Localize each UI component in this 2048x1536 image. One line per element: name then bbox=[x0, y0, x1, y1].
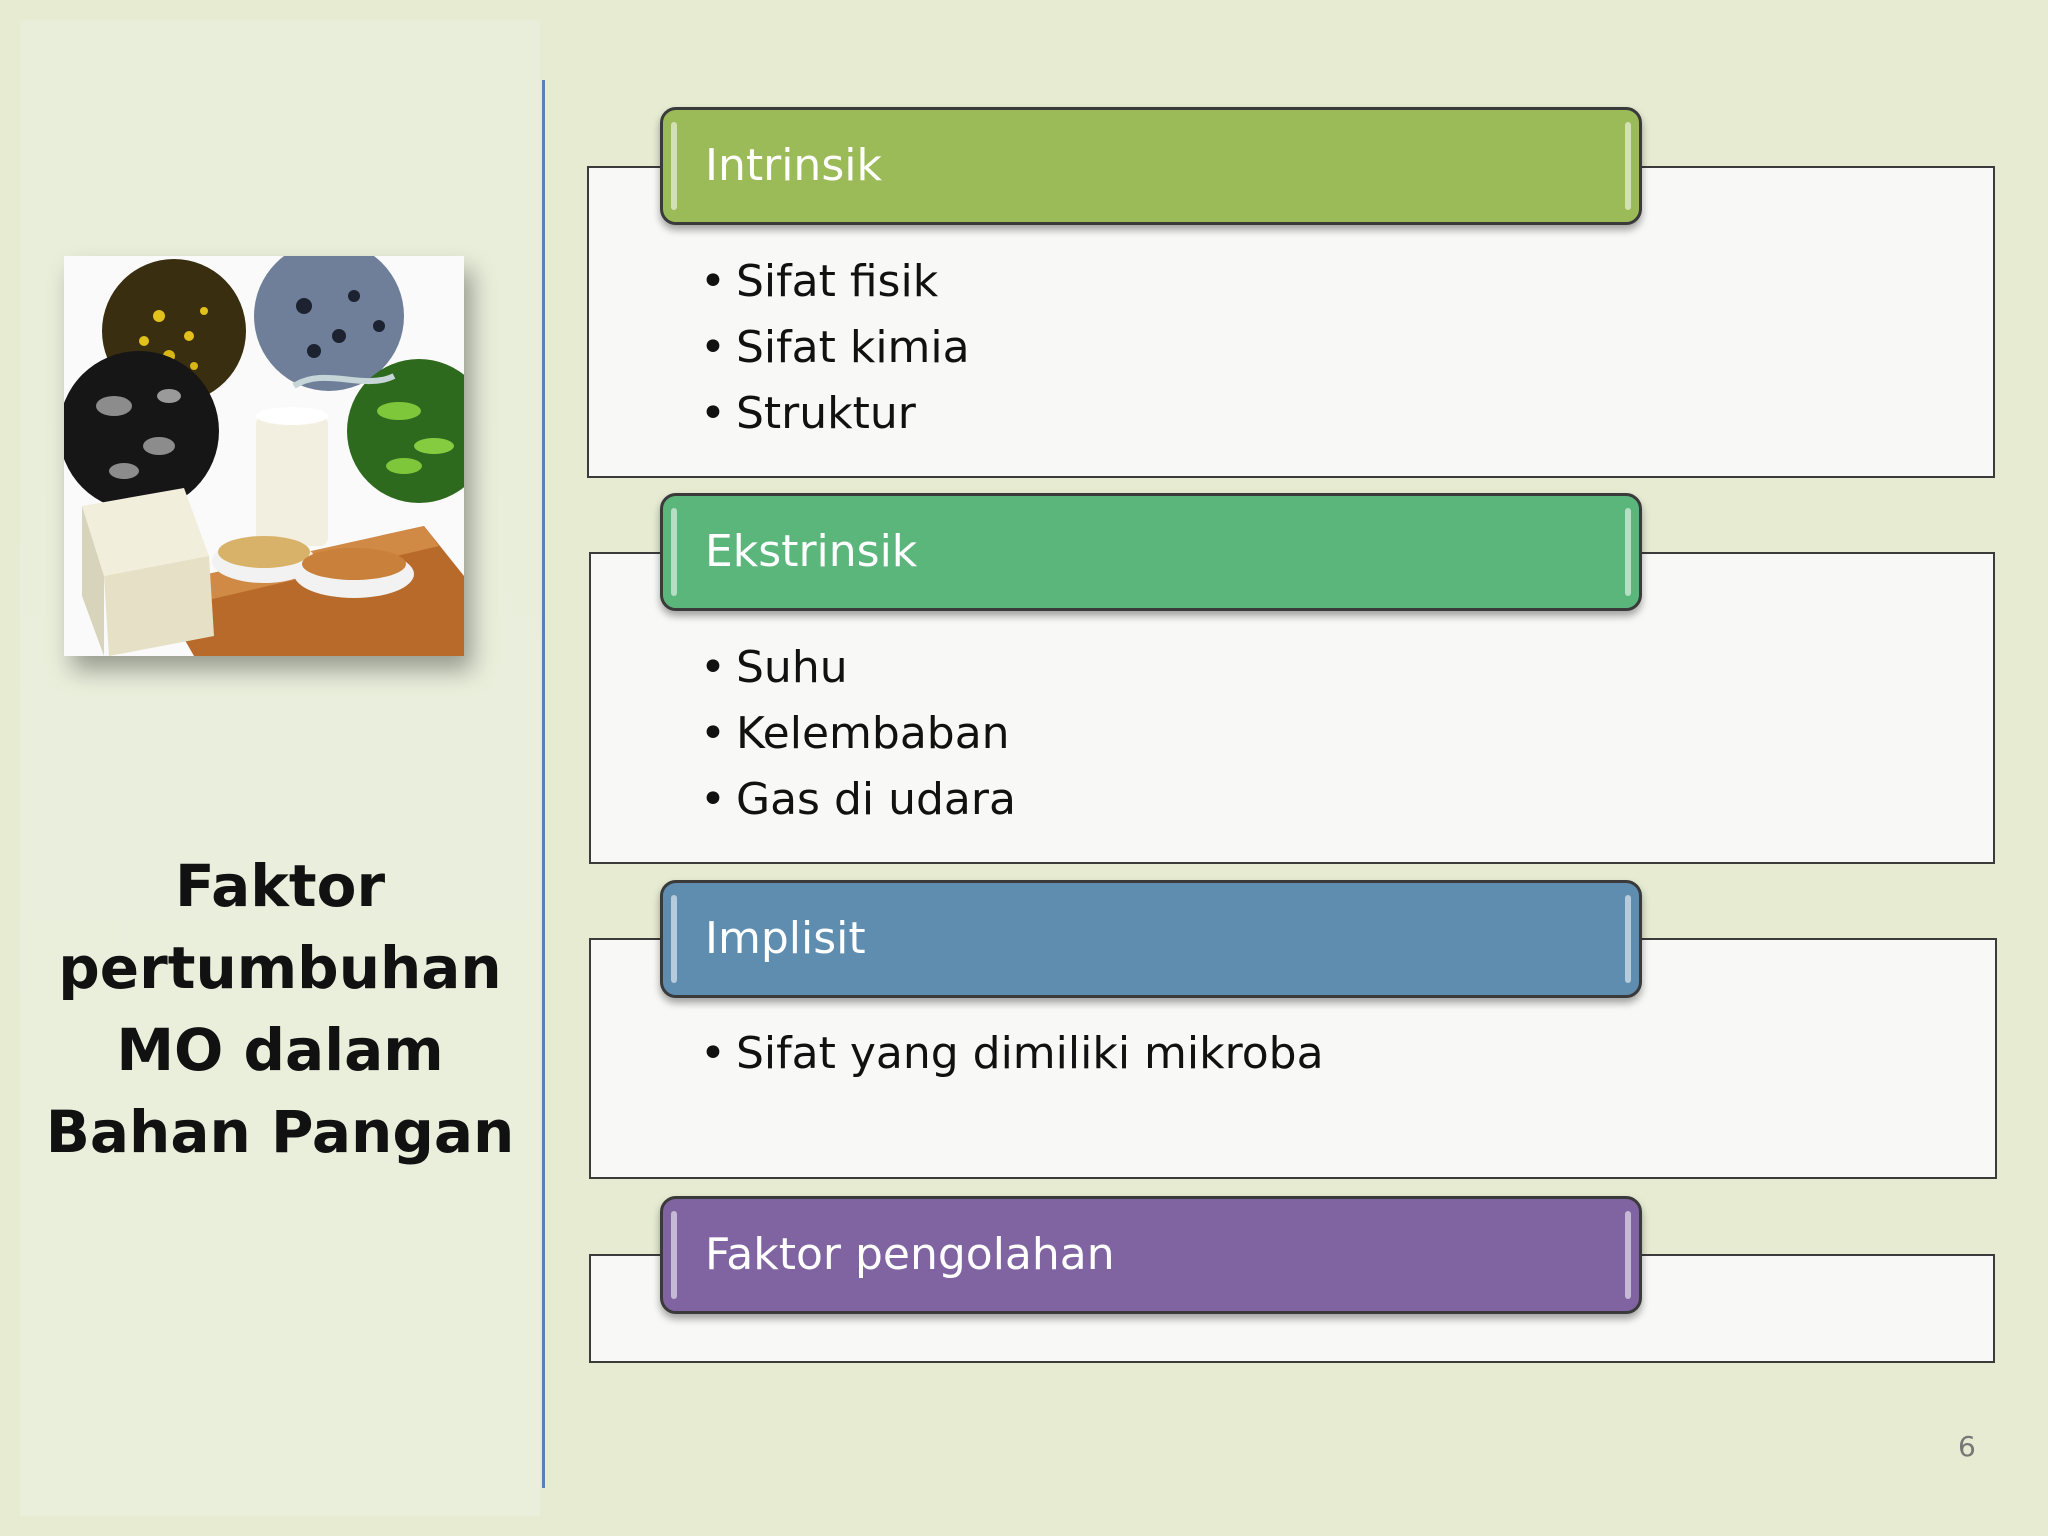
microbes-food-photo-icon bbox=[64, 256, 464, 656]
list-item: Sifat kimia bbox=[700, 315, 970, 381]
slide-number: 6 bbox=[1958, 1430, 1976, 1463]
section-label: Intrinsik bbox=[705, 140, 882, 191]
section-header-intrinsik: Intrinsik bbox=[660, 107, 1642, 225]
list-item: Kelembaban bbox=[700, 701, 1016, 767]
section-label: Faktor pengolahan bbox=[705, 1229, 1115, 1280]
section-header-implisit: Implisit bbox=[660, 880, 1642, 998]
section-label: Ekstrinsik bbox=[705, 526, 918, 577]
list-item: Sifat yang dimiliki mikroba bbox=[700, 1021, 1324, 1087]
title-line: MO dalam bbox=[116, 1016, 444, 1084]
title-line: Bahan Pangan bbox=[45, 1098, 515, 1166]
left-panel bbox=[20, 20, 540, 1516]
slide-title: Faktor pertumbuhan MO dalam Bahan Pangan bbox=[40, 845, 520, 1173]
section-list-ekstrinsik: Suhu Kelembaban Gas di udara bbox=[700, 635, 1016, 833]
section-list-intrinsik: Sifat fisik Sifat kimia Struktur bbox=[700, 249, 970, 447]
list-item: Struktur bbox=[700, 381, 970, 447]
list-item: Sifat fisik bbox=[700, 249, 970, 315]
vertical-divider bbox=[542, 80, 545, 1488]
section-list-implisit: Sifat yang dimiliki mikroba bbox=[700, 1021, 1324, 1087]
title-line: Faktor bbox=[174, 852, 386, 920]
title-line: pertumbuhan bbox=[58, 934, 502, 1002]
list-item: Gas di udara bbox=[700, 767, 1016, 833]
section-header-ekstrinsik: Ekstrinsik bbox=[660, 493, 1642, 611]
section-label: Implisit bbox=[705, 913, 866, 964]
list-item: Suhu bbox=[700, 635, 1016, 701]
section-header-faktor-pengolahan: Faktor pengolahan bbox=[660, 1196, 1642, 1314]
